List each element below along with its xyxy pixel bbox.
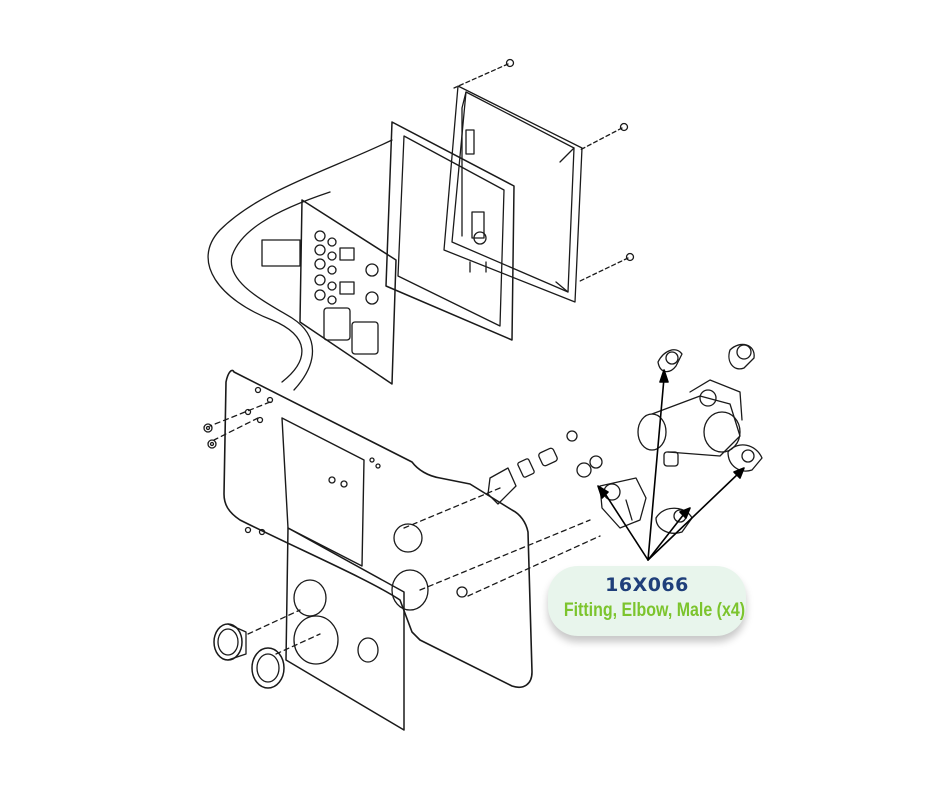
switch-faceplate [299, 199, 397, 385]
alignment-lines [209, 401, 601, 655]
pressure-gauge [213, 623, 285, 689]
part-description-label: Fitting, Elbow, Male (x4) [563, 600, 746, 621]
box-screws [453, 58, 635, 283]
gasket-frame [385, 121, 515, 341]
part-callout-bubble: 16X066 Fitting, Elbow, Male (x4) [548, 566, 746, 636]
connector-parts [487, 430, 603, 505]
main-mounting-panel [223, 369, 533, 688]
left-nuts [203, 423, 217, 449]
front-label-plate [285, 527, 405, 731]
rear-enclosure-box [443, 85, 583, 303]
ribbon-cable [207, 139, 393, 391]
callout-arrows [597, 369, 745, 561]
part-number-label: 16X066 [605, 574, 689, 596]
pump-manifold-assembly [599, 343, 763, 534]
